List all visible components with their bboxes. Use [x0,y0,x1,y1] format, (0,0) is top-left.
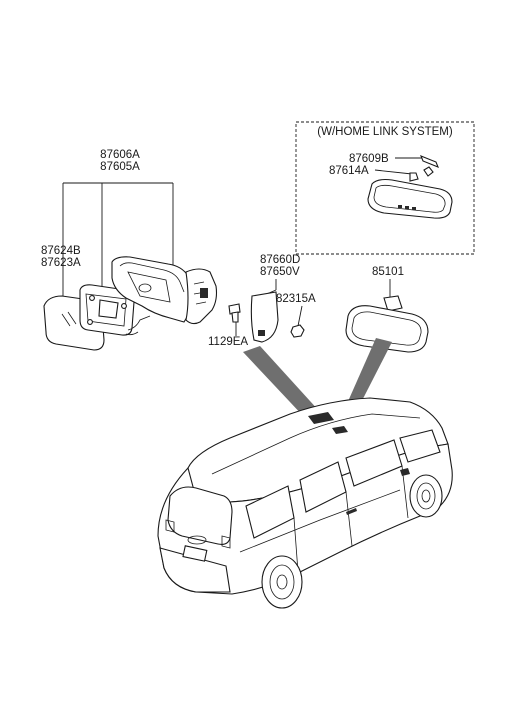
label-87623a: 87623A [41,257,81,269]
roof-mirror-mark-2 [332,426,348,434]
outside-mirror-group: 87606A 87605A 87624B 87623A [41,149,218,351]
screw-part [228,303,241,323]
home-link-mirror [367,178,453,219]
label-82315a: 82315A [276,293,316,305]
glass-glare [61,311,77,327]
license-plate [182,545,208,562]
leader-87614a [374,169,413,175]
rear-bumper [159,547,231,593]
delta-cover [250,291,279,343]
rear-wheel [261,555,303,609]
label-87650v: 87650V [260,266,300,278]
leader-bracket-mirror-assy [62,182,174,296]
mirror-housing [111,256,218,325]
label-87614a: 87614A [329,165,369,177]
car-outside-mirror [400,468,410,476]
front-wheel [409,474,443,518]
door-handle [346,508,357,515]
side-window-4 [399,429,441,463]
option-box-title: (W/HOME LINK SYSTEM) [317,126,453,138]
label-87605a: 87605A [100,161,140,173]
vehicle-illustration [157,397,453,609]
cover-group: 87660D 87650V 82315A 1129EA [208,254,316,348]
nut-part [290,324,305,338]
label-87606a: 87606A [100,149,140,161]
label-85101: 85101 [372,266,404,278]
inside-mirror-group: 85101 [345,266,429,353]
home-link-option-box: (W/HOME LINK SYSTEM) 87609B 87614A [295,121,475,255]
mirror-stay [383,295,403,312]
mirror-actuator [79,284,151,336]
label-1129ea: 1129EA [208,336,248,348]
label-87624b: 87624B [41,245,81,257]
roof-mirror-mark [308,412,334,424]
clip-part [409,155,439,182]
label-87660d: 87660D [260,254,300,266]
rear-emblem [187,535,207,545]
label-87609b: 87609B [349,153,389,165]
wedge-outside-mirror [243,346,320,418]
